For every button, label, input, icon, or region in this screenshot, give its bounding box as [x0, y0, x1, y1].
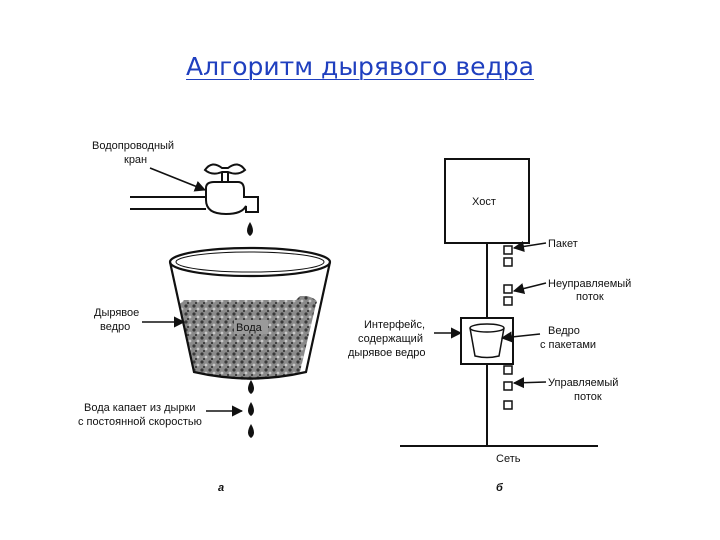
- packet-icons-regulated: [503, 365, 513, 410]
- interface-label: дырявое ведро: [348, 347, 426, 359]
- faucet-label: Водопроводный: [92, 140, 174, 152]
- leaky-bucket-icon: [168, 246, 332, 380]
- water-drop-icon: [247, 222, 253, 236]
- network-label: Сеть: [496, 453, 521, 465]
- bucket-packets-label: с пакетами: [540, 339, 596, 351]
- water-drop-icon: [248, 380, 254, 394]
- bucket-label: Дырявое: [94, 307, 139, 319]
- regulated-label: Управляемый: [548, 377, 618, 389]
- packet-arrow: [512, 240, 547, 252]
- packet-icons-unregulated: [503, 245, 513, 306]
- right-diagram: Хост Пакет Неуправляемый поток: [348, 158, 631, 494]
- water-drop-icon: [248, 424, 254, 438]
- regulated-arrow: [512, 377, 547, 389]
- faucet-arrow: [149, 167, 207, 192]
- drip-label: с постоянной скоростью: [78, 416, 202, 428]
- packet-bucket-icon: [469, 323, 505, 359]
- bucket-label: ведро: [100, 321, 130, 333]
- water-label: Вода: [236, 322, 263, 334]
- unregulated-label: Неуправляемый: [548, 278, 631, 290]
- faucet-icon: [203, 163, 259, 216]
- unregulated-arrow: [512, 282, 547, 294]
- page-title: Алгоритм дырявого ведра: [186, 52, 534, 81]
- unregulated-label: поток: [576, 291, 604, 303]
- faucet-label: кран: [124, 154, 147, 166]
- water-pipe: [130, 196, 210, 210]
- bucket-packets-label: Ведро: [548, 325, 580, 337]
- regulated-label: поток: [574, 391, 602, 403]
- packet-label: Пакет: [548, 238, 578, 250]
- caption-b: б: [496, 482, 504, 494]
- drip-label: Вода капает из дырки: [84, 402, 196, 414]
- water-drop-icon: [248, 402, 254, 416]
- host-box: [444, 158, 530, 244]
- left-diagram: Водопроводный кран Дырявое ведро Вода Во…: [78, 140, 332, 494]
- bucket-packets-arrow: [500, 331, 541, 343]
- interface-label: Интерфейс,: [364, 319, 425, 331]
- caption-a: а: [218, 482, 224, 494]
- interface-label: содержащий: [358, 333, 423, 345]
- host-label: Хост: [472, 196, 496, 208]
